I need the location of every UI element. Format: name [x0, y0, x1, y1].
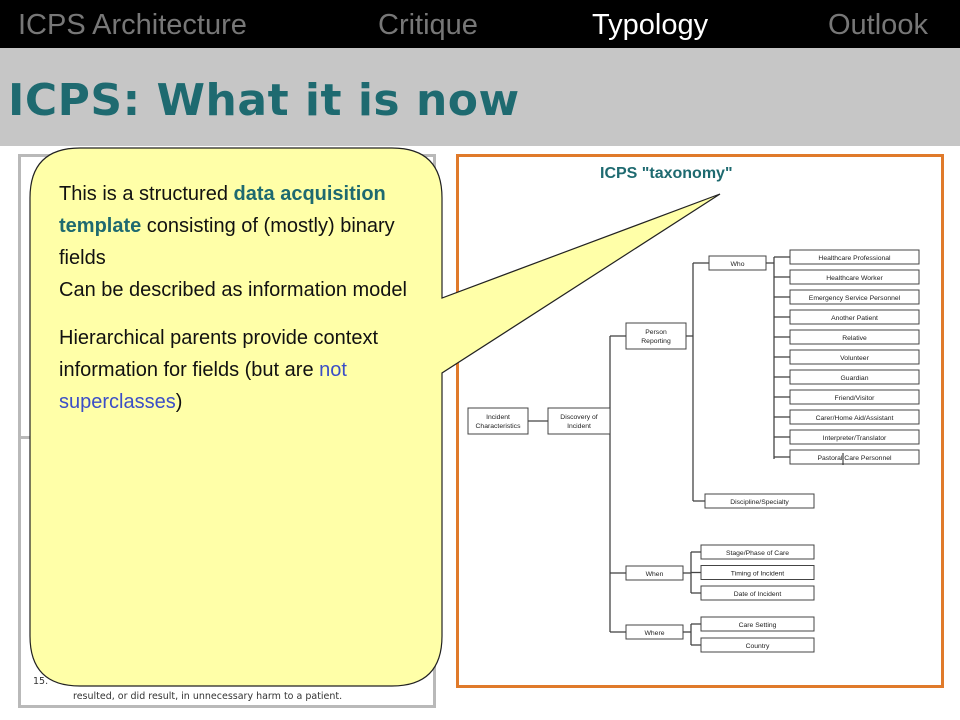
taxonomy-title: ICPS "taxonomy" — [600, 165, 733, 182]
who-item-box — [789, 389, 920, 405]
who-item-label: Guardian — [841, 375, 869, 382]
where-item-label: Care Setting — [739, 622, 777, 629]
section-nav: ICPS Architecture Critique Typology Outl… — [0, 0, 960, 48]
who-item-box — [789, 429, 920, 445]
node-where: Where — [644, 630, 664, 637]
node-discovery-line2: Incident — [567, 423, 591, 430]
when-item-box — [700, 565, 815, 580]
callout-paragraph-3: Hierarchical parents provide context inf… — [59, 327, 379, 413]
who-item-label: Volunteer — [840, 355, 869, 362]
who-item-box — [789, 449, 920, 465]
callout-paragraph-1: This is a structured data acquisition te… — [59, 183, 395, 269]
who-item-box — [789, 309, 920, 325]
callout-bubble — [29, 147, 721, 687]
who-item-label: Another Patient — [831, 315, 878, 322]
nav-item-typology[interactable]: Typology — [592, 9, 709, 41]
node-when: When — [646, 571, 664, 578]
when-item-box — [700, 544, 815, 560]
who-item-box — [789, 269, 920, 285]
who-item-label: Pastoral Care Personnel — [817, 455, 892, 462]
who-item-box — [789, 349, 920, 365]
who-item-label: Healthcare Worker — [826, 275, 883, 282]
when-item-box — [700, 585, 815, 601]
where-item-box — [700, 616, 815, 632]
who-item-box — [789, 249, 920, 265]
node-root-line2: Characteristics — [476, 423, 522, 430]
node-person-line1: Person — [645, 329, 667, 336]
who-item-label: Healthcare Professional — [818, 255, 891, 262]
nav-item-outlook[interactable]: Outlook — [828, 9, 928, 41]
node-who: Who — [731, 261, 745, 268]
node-person-line2: Reporting — [641, 338, 671, 345]
who-item-label: Interpreter/Translator — [823, 435, 887, 442]
nav-item-critique[interactable]: Critique — [378, 9, 478, 41]
who-item-box — [789, 329, 920, 345]
where-item-box — [700, 637, 815, 653]
who-item-box — [789, 409, 920, 425]
node-discipline: Discipline/Specialty — [730, 499, 789, 506]
who-item-box — [789, 369, 920, 385]
footnote-number: 15. — [33, 676, 49, 687]
who-item-label: Emergency Service Personnel — [809, 295, 901, 302]
highlight-data-acquisition-template: data acquisition template — [59, 183, 386, 237]
callout-text: This is a structured data acquisition te… — [59, 178, 409, 418]
who-item-label: Friend/Visitor — [835, 395, 876, 402]
panel-divider — [18, 436, 38, 439]
when-item-label: Timing of Incident — [731, 571, 785, 578]
highlight-not-superclasses: not superclasses — [59, 359, 347, 413]
node-root-line1: Incident — [486, 414, 510, 421]
callout-paragraph-2: Can be described as information model — [59, 279, 407, 301]
where-item-label: Country — [746, 643, 770, 650]
when-item-label: Stage/Phase of Care — [726, 550, 789, 557]
title-band — [0, 48, 960, 146]
who-item-box — [789, 289, 920, 305]
when-item-label: Date of Incident — [734, 591, 782, 598]
nav-item-icps-architecture[interactable]: ICPS Architecture — [18, 9, 247, 41]
who-item-label: Carer/Home Aid/Assistant — [816, 415, 894, 422]
node-discovery-line1: Discovery of — [560, 414, 598, 421]
page-title: ICPS: What it is now — [8, 75, 520, 126]
who-item-label: Relative — [842, 335, 867, 342]
